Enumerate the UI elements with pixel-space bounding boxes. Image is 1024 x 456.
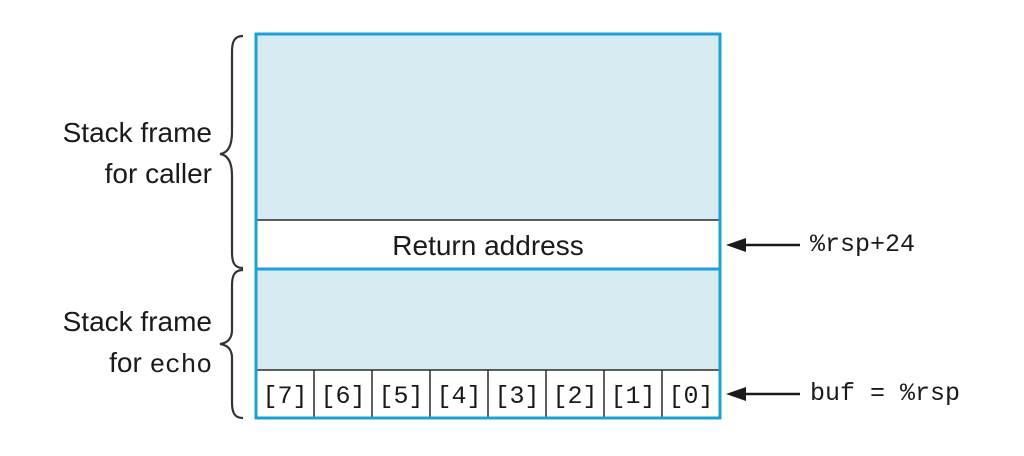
echo-frame-region [256,269,720,370]
caller-frame-label: Stack frame for caller [20,112,212,194]
buf-pointer-label: buf = %rsp [810,379,961,408]
return-address-label: Return address [392,230,583,261]
echo-function-name: echo [149,350,212,380]
caller-frame-region [256,34,720,220]
buf-pointer-arrow [726,387,800,401]
echo-frame-label-line1: Stack frame [62,306,212,337]
buffer-cell-2: [2] [552,382,597,411]
buffer-cell-3: [3] [494,382,539,411]
buffer-cell-7: [7] [262,382,307,411]
buffer-cell-1: [1] [610,382,655,411]
buffer-cell-6: [6] [320,382,365,411]
return-pointer-label: %rsp+24 [810,230,916,259]
echo-frame-label: Stack frame for echo [20,301,212,386]
buffer-cell-dividers [313,370,663,418]
return-pointer-arrow [726,238,800,252]
buffer-cell-4: [4] [436,382,481,411]
buffer-cell-5: [5] [378,382,423,411]
echo-frame-brace [219,268,244,420]
return-address-cell [256,220,720,269]
buffer-cell-labels: [7] [6] [5] [4] [3] [2] [1] [0] [262,382,713,411]
caller-frame-label-line1: Stack frame [62,117,212,148]
echo-frame-label-prefix: for [109,347,150,378]
echo-frame-label-line2: for echo [20,342,212,386]
caller-frame-label-line2: for caller [104,158,212,189]
buffer-cell-0: [0] [668,382,713,411]
caller-frame-brace [219,34,244,270]
stack-outline [254,32,722,420]
